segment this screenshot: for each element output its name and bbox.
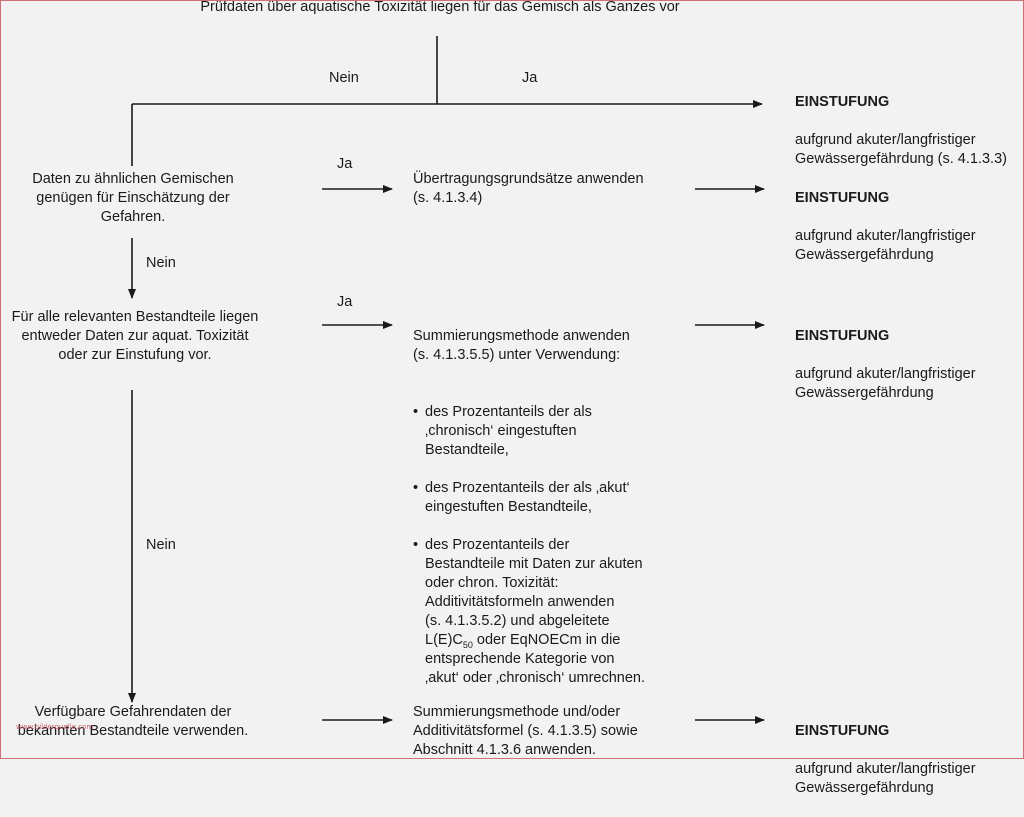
label-ja-row2: Ja bbox=[337, 294, 353, 310]
result-row3: EINSTUFUNG aufgrund akuter/langfristiger… bbox=[795, 703, 976, 817]
result-text: aufgrund akuter/langfristiger Gewässerge… bbox=[795, 366, 976, 401]
list-item: des Prozentanteils der als ‚chronisch‘ e… bbox=[413, 403, 683, 460]
result-heading: EINSTUFUNG bbox=[795, 723, 890, 739]
left-box-row3: Verfügbare Gefahrendaten der bekannten B… bbox=[17, 704, 249, 739]
label-ja-row1: Ja bbox=[337, 156, 353, 172]
list-item-text: des Prozentanteils der Bestandteile mit … bbox=[425, 537, 643, 648]
label-nein-row1: Nein bbox=[146, 255, 176, 271]
list-item: des Prozentanteils der Bestandteile mit … bbox=[413, 536, 683, 688]
result-text: aufgrund akuter/langfristiger Gewässerge… bbox=[795, 132, 1007, 167]
result-heading: EINSTUFUNG bbox=[795, 328, 890, 344]
result-heading: EINSTUFUNG bbox=[795, 94, 890, 110]
watermark: www.bilderquelle.com bbox=[16, 723, 94, 731]
list-item: des Prozentanteils der als ‚akut‘ einges… bbox=[413, 479, 683, 517]
list-item-text: des Prozentanteils der als ‚akut‘ einges… bbox=[425, 480, 630, 515]
list-item-text-end: oder EqNOECm in die entsprechende Katego… bbox=[425, 632, 646, 686]
label-ja-top: Ja bbox=[522, 70, 538, 86]
result-row2: EINSTUFUNG aufgrund akuter/langfristiger… bbox=[795, 308, 976, 422]
list-item-text: des Prozentanteils der als ‚chronisch‘ e… bbox=[425, 404, 592, 458]
result-text: aufgrund akuter/langfristiger Gewässerge… bbox=[795, 228, 976, 263]
result-row1: EINSTUFUNG aufgrund akuter/langfristiger… bbox=[795, 170, 976, 284]
subscript-50: 50 bbox=[462, 640, 473, 650]
middle-row2-list: des Prozentanteils der als ‚chronisch‘ e… bbox=[413, 384, 683, 707]
left-box-row1: Daten zu ähnlichen Gemischen genügen für… bbox=[32, 171, 234, 225]
result-heading: EINSTUFUNG bbox=[795, 190, 890, 206]
top-question: Prüfdaten über aquatische Toxizität lieg… bbox=[200, 0, 680, 15]
middle-box-row2: Summierungsmethode anwenden (s. 4.1.3.5.… bbox=[413, 308, 683, 726]
middle-box-row1: Übertragungsgrundsätze anwenden (s. 4.1.… bbox=[413, 171, 644, 206]
result-top-heading: EINSTUFUNG aufgrund akuter/langfristiger… bbox=[795, 74, 1007, 188]
left-box-row2: Für alle relevanten Bestandteile liegen … bbox=[11, 309, 259, 363]
flow-lines bbox=[128, 36, 765, 724]
label-nein-top: Nein bbox=[329, 70, 359, 86]
label-nein-row2: Nein bbox=[146, 537, 176, 553]
result-text: aufgrund akuter/langfristiger Gewässerge… bbox=[795, 761, 976, 796]
middle-row2-intro: Summierungsmethode anwenden (s. 4.1.3.5.… bbox=[413, 328, 630, 363]
middle-box-row3: Summierungsmethode und/oder Additivitäts… bbox=[413, 704, 638, 758]
